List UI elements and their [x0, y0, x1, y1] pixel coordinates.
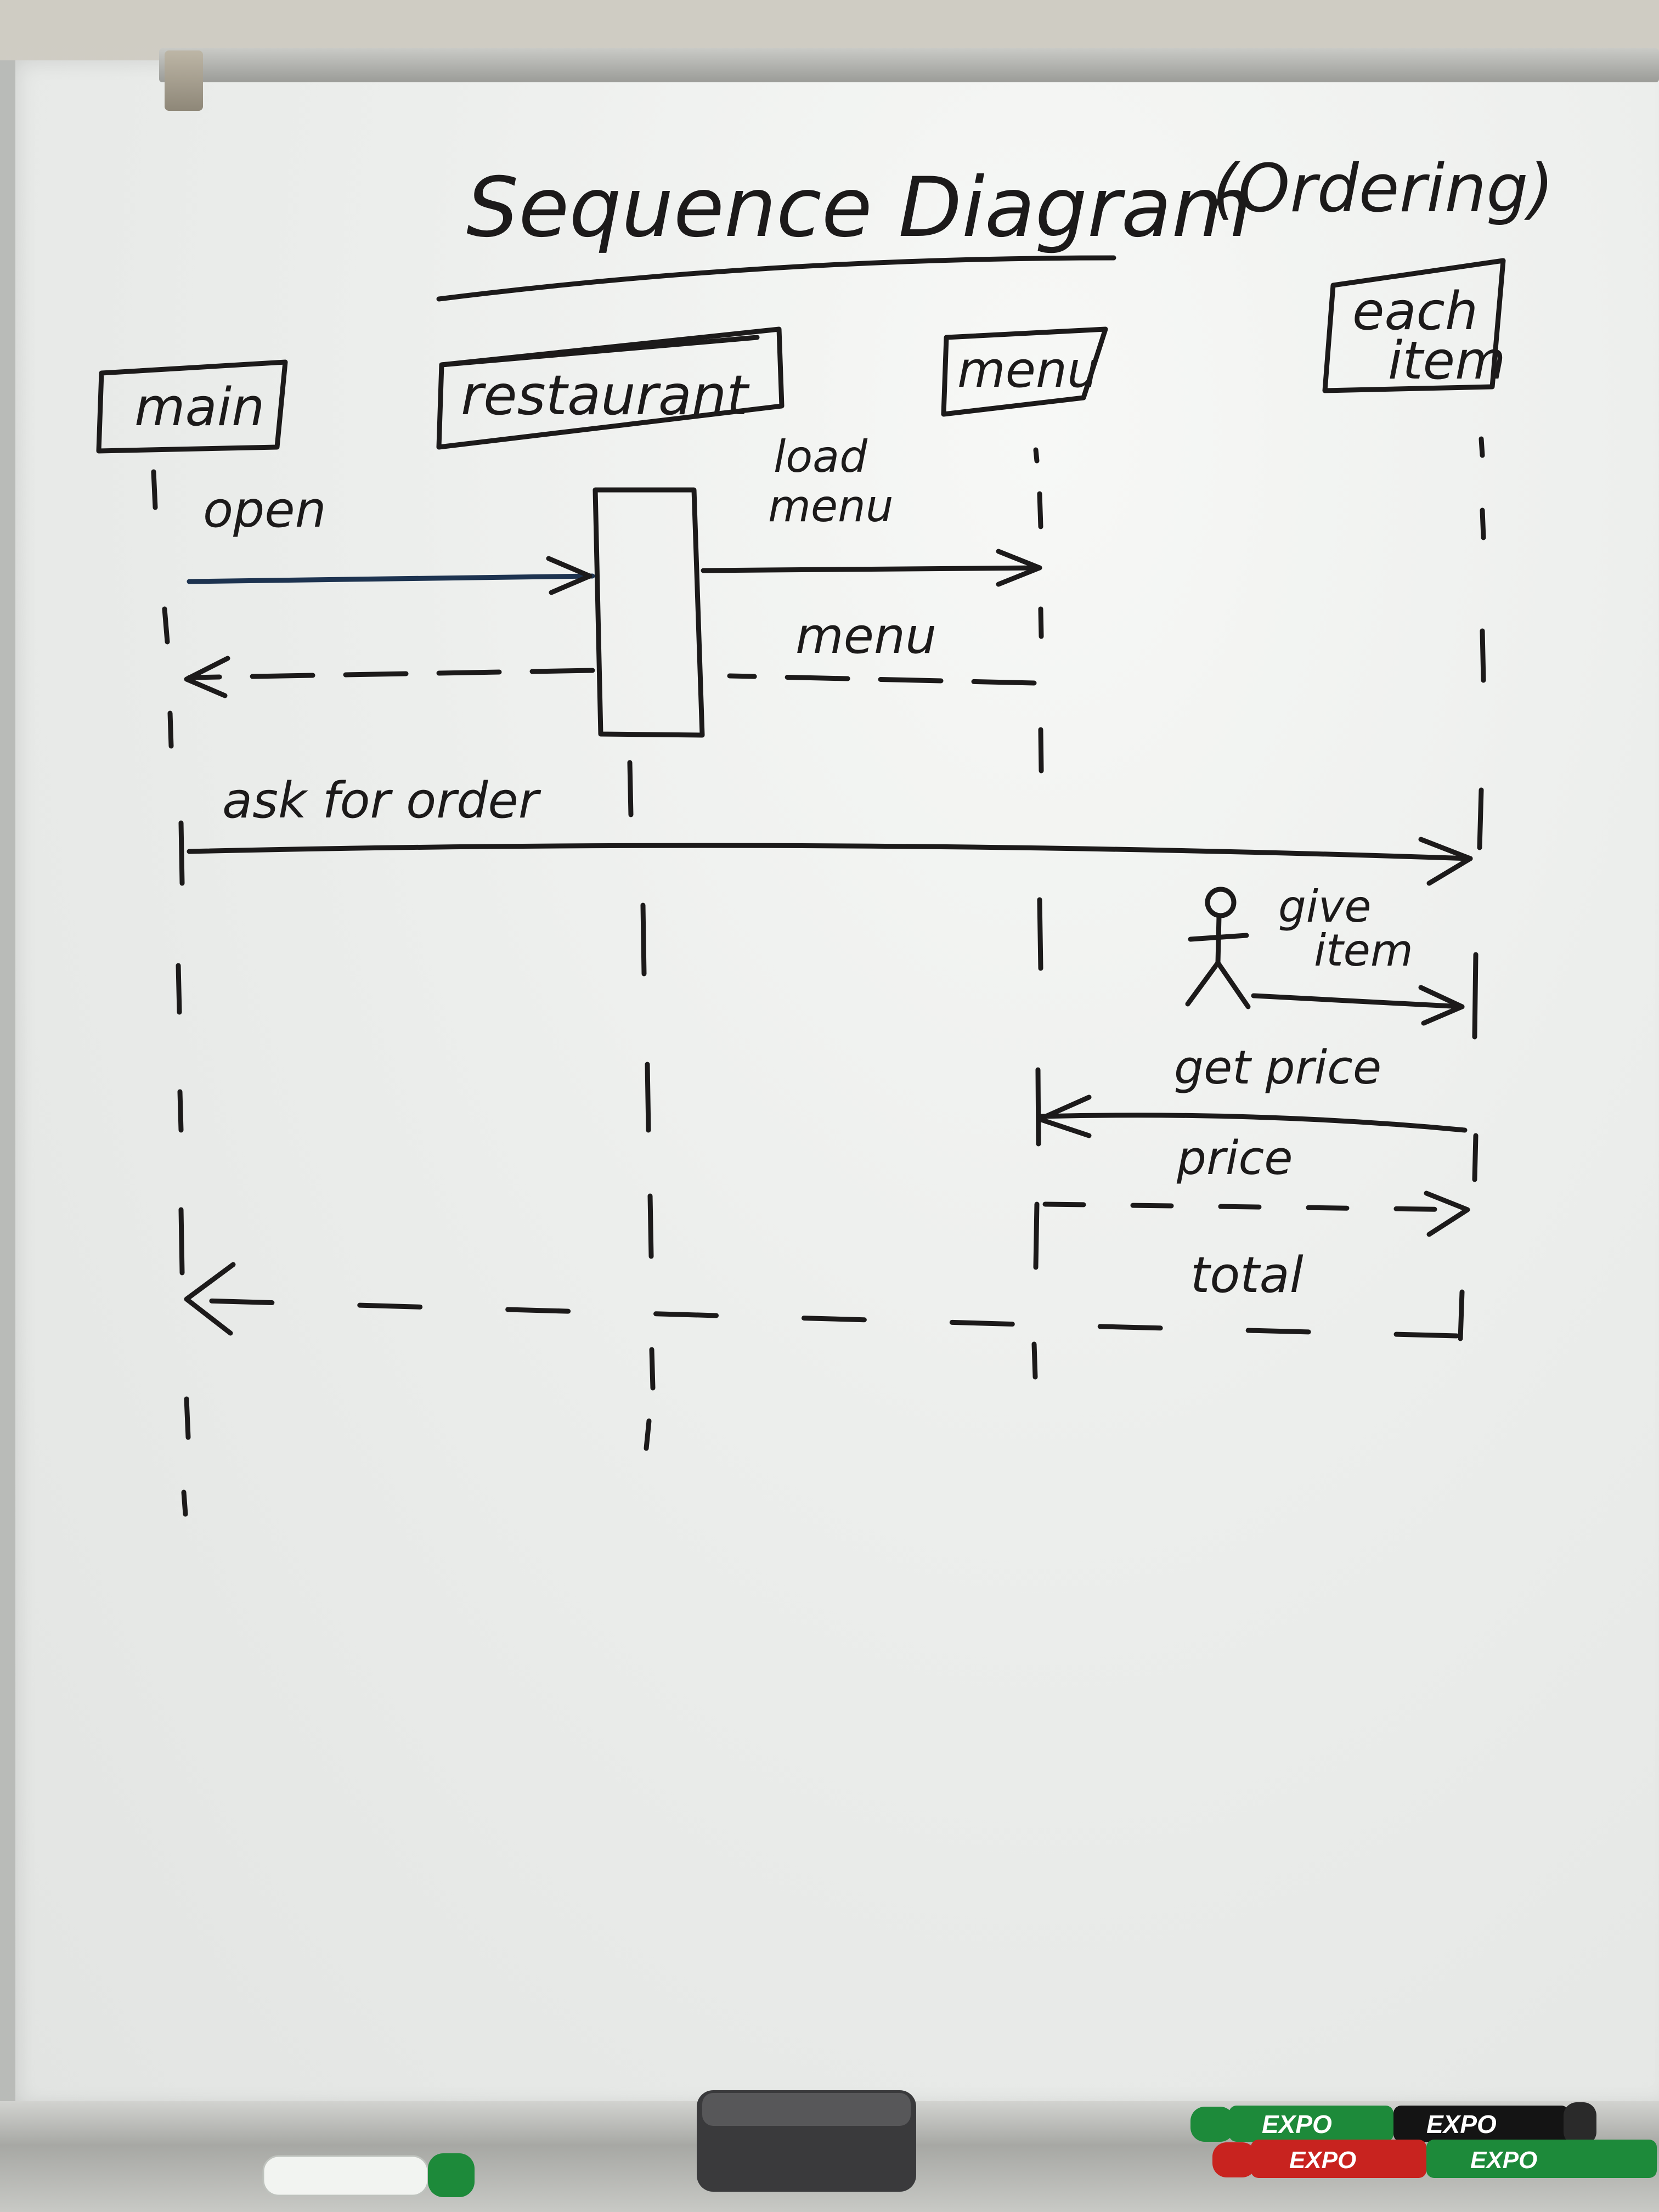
- message-give-item: give item: [1251, 881, 1465, 1026]
- whiteboard-top-rail: [159, 48, 1659, 82]
- whiteboard: [0, 60, 1659, 2107]
- lifeline-main: main: [96, 359, 288, 454]
- message-label-load: load: [774, 431, 868, 482]
- marker-green-left: [262, 2153, 475, 2197]
- marker-expo-green-top: EXPO: [1190, 2106, 1393, 2142]
- message-label-total: total: [1190, 1246, 1304, 1304]
- message-menu-return: menu: [184, 607, 1037, 698]
- marker-brand-label: EXPO: [1470, 2147, 1537, 2174]
- message-label-get-price: get price: [1174, 1041, 1381, 1095]
- message-label-give: give: [1278, 881, 1372, 932]
- message-label-ask-for-order: ask for order: [222, 772, 541, 830]
- lifeline-label-restaurant: restaurant: [461, 363, 750, 427]
- restaurant-activation-box: [592, 487, 705, 738]
- lifeline-box-main: [96, 359, 288, 454]
- lifeline-each-item: each item: [1322, 258, 1506, 393]
- lifeline-box-menu: [941, 326, 1108, 417]
- message-price: price: [1042, 1131, 1470, 1237]
- message-label-menu-load: menu: [768, 481, 894, 532]
- rail-clip: [165, 50, 203, 111]
- marker-brand-label: EXPO: [1426, 2110, 1497, 2138]
- diagram-subtitle: (Ordering): [1212, 151, 1554, 227]
- lifeline-box-restaurant: [436, 326, 785, 450]
- lifeline-dashes-restaurant: [627, 760, 656, 1451]
- message-label-menu-return: menu: [795, 607, 936, 665]
- marker-brand-label: EXPO: [1289, 2147, 1356, 2174]
- lifeline-dashes-each-item: [1458, 436, 1486, 1341]
- actor-stick-figure: [1185, 887, 1251, 1009]
- diagram-title: Sequence Diagram: [466, 160, 1252, 256]
- lifeline-dashes-main: [151, 469, 191, 1517]
- title-underline: [436, 255, 1116, 302]
- message-get-price: get price: [1037, 1041, 1468, 1138]
- marker-expo-green-bottom: EXPO: [1426, 2140, 1657, 2178]
- lifeline-label-main: main: [134, 377, 264, 438]
- lifeline-restaurant: restaurant: [436, 326, 785, 450]
- marker-expo-red: EXPO: [1212, 2140, 1426, 2178]
- message-label-item: item: [1314, 925, 1413, 976]
- lifeline-menu: menu: [941, 326, 1108, 417]
- message-label-price: price: [1176, 1131, 1293, 1186]
- message-open: open: [187, 481, 595, 595]
- message-ask-for-order: ask for order: [187, 772, 1473, 886]
- marker-brand-label: EXPO: [1262, 2110, 1332, 2138]
- message-label-open: open: [203, 481, 326, 539]
- tray-items: EXPO EXPO EXPO EXPO: [262, 2090, 1657, 2197]
- marker-expo-black: EXPO: [1393, 2102, 1596, 2145]
- message-load-menu: load menu: [701, 431, 1042, 587]
- message-total: total: [184, 1246, 1459, 1339]
- lifeline-label-menu: menu: [957, 341, 1098, 399]
- lifeline-label-each-line2: item: [1388, 331, 1506, 391]
- lifeline-box-each-item: [1322, 258, 1506, 393]
- lifeline-label-each-line1: each: [1352, 281, 1478, 342]
- lifeline-dashes-menu: [1031, 447, 1044, 1380]
